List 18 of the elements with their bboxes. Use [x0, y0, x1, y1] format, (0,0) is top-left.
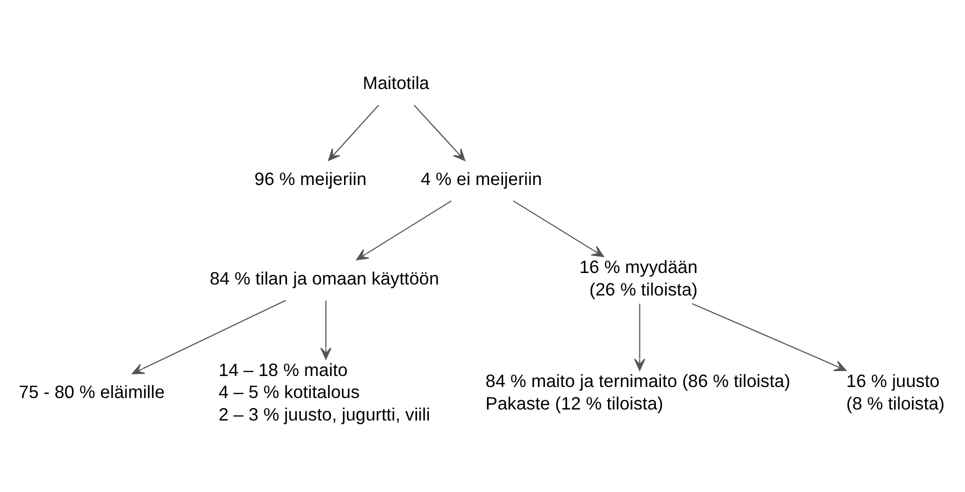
node-label: (26 % tiloista)	[589, 278, 698, 299]
node-text: 14 – 18 % maito 4 – 5 % kotitalous 2 – 3 % juusto, jugurtti, viili	[218, 359, 430, 424]
arrow	[634, 303, 646, 370]
arrow	[132, 299, 286, 374]
arrow	[356, 200, 452, 260]
node-text: 84 % maito ja ternimaito (86 % tiloista) Pakaste (12 % tiloista)	[486, 370, 790, 413]
node-text: 16 % juusto (8 % tiloista)	[846, 370, 945, 413]
node-text: 4 % ei meijeriin	[420, 168, 542, 188]
arrow	[414, 104, 466, 160]
node-text: 16 % myydään	[579, 256, 698, 277]
node-text: 75 - 80 % eläimille	[18, 382, 165, 402]
arrow	[513, 200, 604, 257]
node-text: Maitotila	[362, 72, 430, 92]
node-text: 96 % meijeriin	[254, 168, 367, 188]
node-text: 84 % tilan ja omaan käyttöön	[210, 268, 440, 288]
arrow	[328, 104, 380, 160]
arrow	[320, 300, 332, 360]
arrow	[692, 302, 846, 371]
